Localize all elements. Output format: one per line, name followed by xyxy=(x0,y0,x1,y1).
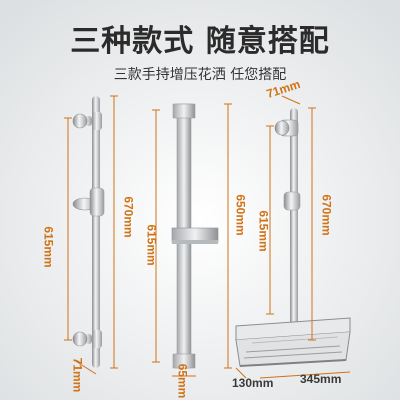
dimension-lines-product-1 xyxy=(64,95,118,375)
dimension-label-hole-spacing-1: 615mm xyxy=(41,226,56,268)
dimension-label-basket-depth-3: 130mm xyxy=(232,376,274,390)
dimension-label-height-3: 670mm xyxy=(319,194,334,236)
dimension-label-hole-spacing-3: 615mm xyxy=(256,210,271,252)
dimension-label-hole-spacing-2: 615mm xyxy=(144,224,159,266)
dimension-label-width-1: 71mm xyxy=(70,357,85,393)
dimension-lines-product-2 xyxy=(152,103,232,377)
dimension-label-width-2: 65mm xyxy=(175,363,190,399)
page-subtitle: 三款手持增压花洒 任您搭配 xyxy=(113,67,287,83)
dimension-label-height-1: 670mm xyxy=(121,196,136,238)
dimension-label-height-2: 650mm xyxy=(233,194,248,236)
page-title: 三种款式 随意搭配 xyxy=(70,24,330,59)
round-slide-bar xyxy=(72,96,105,368)
dimension-label-basket-width-3: 345mm xyxy=(300,372,342,386)
square-slide-bar xyxy=(171,103,219,369)
dimension-lines-product-3 xyxy=(235,95,351,379)
slide-bar-with-basket xyxy=(235,108,351,367)
shower-basket xyxy=(235,317,351,367)
